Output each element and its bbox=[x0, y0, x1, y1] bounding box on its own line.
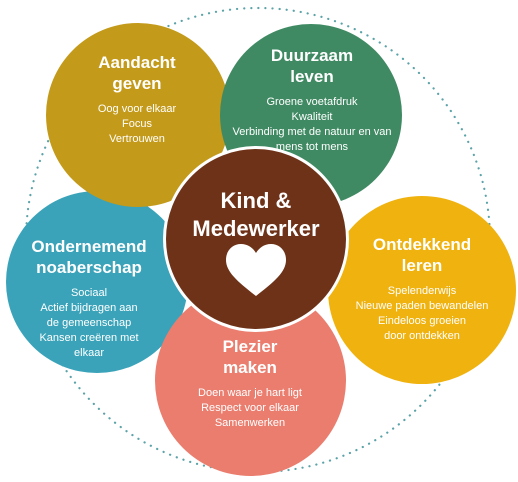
circle-center bbox=[163, 146, 349, 332]
ondernemend-section: Ondernemend noaberschap Sociaal Actief b… bbox=[14, 236, 164, 361]
duurzaam-title-line1: Duurzaam bbox=[270, 46, 354, 65]
plezier-item: Doen waar je hart ligt bbox=[198, 387, 302, 399]
ondernemend-item: Kansen creëren met bbox=[39, 332, 139, 344]
circle-ondernemend bbox=[6, 191, 188, 373]
circle-ontdekkend bbox=[328, 196, 516, 384]
ondernemend-title-line1: Ondernemend bbox=[31, 237, 147, 256]
aandacht-item: Vertrouwen bbox=[109, 133, 165, 145]
center-title-line2: Medewerker bbox=[192, 216, 320, 241]
ondernemend-item: Sociaal bbox=[70, 287, 108, 299]
center-title-line1: Kind & bbox=[220, 188, 292, 213]
duurzaam-section: Duurzaam leven Groene voetafdruk Kwalite… bbox=[226, 45, 398, 155]
ontdekkend-item: door ontdekken bbox=[384, 330, 460, 342]
aandacht-item: Oog voor elkaar bbox=[97, 103, 177, 115]
aandacht-item: Focus bbox=[122, 118, 152, 130]
ontdekkend-item: Eindeloos groeien bbox=[377, 315, 467, 327]
ontdekkend-title-line1: Ontdekkend bbox=[372, 235, 472, 254]
center-section: Kind & Medewerker bbox=[176, 187, 336, 243]
duurzaam-item: Groene voetafdruk bbox=[266, 96, 358, 108]
ontdekkend-title-line2: leren bbox=[401, 256, 443, 275]
plezier-title: Plezier maken bbox=[175, 336, 325, 378]
ontdekkend-title: Ontdekkend leren bbox=[342, 234, 502, 276]
aandacht-title: Aandacht geven bbox=[62, 52, 212, 94]
ondernemend-title-line2: noaberschap bbox=[36, 258, 142, 277]
ondernemend-item: Actief bijdragen aan bbox=[40, 302, 138, 314]
plezier-title-line1: Plezier bbox=[222, 337, 278, 356]
aandacht-title-line1: Aandacht bbox=[98, 53, 176, 72]
ondernemend-title: Ondernemend noaberschap bbox=[14, 236, 164, 278]
plezier-title-line2: maken bbox=[223, 358, 277, 377]
duurzaam-item: Kwaliteit bbox=[291, 111, 333, 123]
plezier-section: Plezier maken Doen waar je hart ligt Res… bbox=[175, 336, 325, 431]
duurzaam-title-line2: leven bbox=[290, 67, 334, 86]
duurzaam-title: Duurzaam leven bbox=[226, 45, 398, 87]
plezier-item: Samenwerken bbox=[214, 417, 286, 429]
aandacht-title-line2: geven bbox=[112, 74, 162, 93]
ontdekkend-section: Ontdekkend leren Spelenderwijs Nieuwe pa… bbox=[342, 234, 502, 344]
aandacht-section: Aandacht geven Oog voor elkaar Focus Ver… bbox=[62, 52, 212, 147]
plezier-item: Respect voor elkaar bbox=[201, 402, 299, 414]
ontdekkend-item: Nieuwe paden bewandelen bbox=[355, 300, 489, 312]
ondernemend-item: de gemeenschap bbox=[46, 317, 132, 329]
ondernemend-item: elkaar bbox=[74, 347, 104, 359]
duurzaam-item: Verbinding met de natuur en van bbox=[232, 126, 392, 138]
ontdekkend-item: Spelenderwijs bbox=[387, 285, 457, 297]
duurzaam-item: mens tot mens bbox=[275, 141, 349, 153]
